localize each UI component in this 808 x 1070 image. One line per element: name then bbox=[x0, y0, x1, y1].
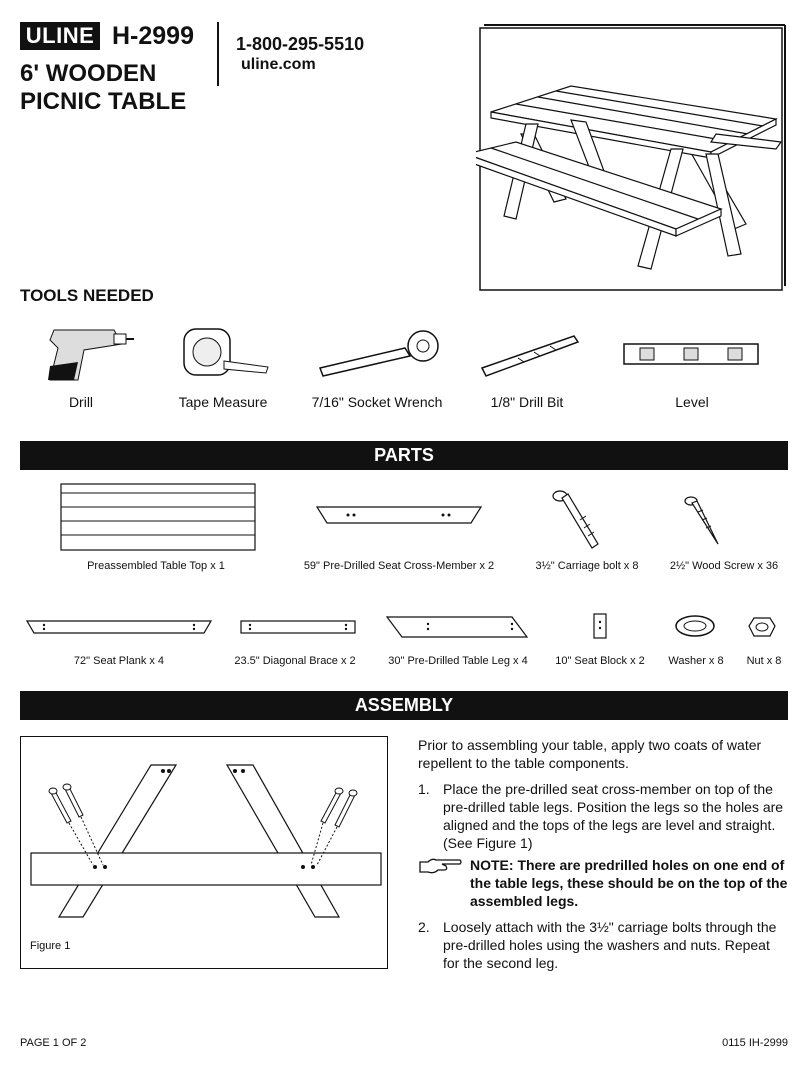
part-label-table-leg: 30" Pre-Drilled Table Leg x 4 bbox=[388, 655, 528, 667]
drill-bit-icon bbox=[480, 335, 580, 377]
uline-logo: ULINE bbox=[20, 22, 100, 50]
parts-heading: PARTS bbox=[20, 441, 788, 470]
part-label-seat-cross-member: 59" Pre-Drilled Seat Cross-Member x 2 bbox=[303, 560, 495, 572]
part-label-table-top: Preassembled Table Top x 1 bbox=[87, 560, 225, 572]
assembly-intro: Prior to assembling your table, apply tw… bbox=[418, 737, 762, 771]
part-label-carriage-bolt: 3½" Carriage bolt x 8 bbox=[535, 560, 639, 572]
socket-wrench-icon bbox=[318, 330, 439, 377]
title-line-1: 6' WOODEN bbox=[20, 60, 157, 87]
figure-1-label: Figure 1 bbox=[30, 940, 71, 952]
seat-block-drawing bbox=[593, 613, 607, 639]
nut-drawing bbox=[748, 617, 776, 637]
tool-label-drill-bit: 1/8" Drill Bit bbox=[490, 394, 564, 410]
assembly-heading: ASSEMBLY bbox=[20, 691, 788, 720]
wood-screw-drawing bbox=[684, 496, 719, 545]
seat-plank-drawing bbox=[26, 620, 212, 634]
step-2-text: Loosely attach with the 3½" carriage bol… bbox=[443, 919, 777, 971]
seat-cross-member-drawing bbox=[316, 506, 482, 524]
tools-heading: TOOLS NEEDED bbox=[20, 286, 154, 305]
part-label-seat-plank: 72" Seat Plank x 4 bbox=[73, 655, 165, 667]
step-1-text: Place the pre-drilled seat cross-member … bbox=[443, 781, 784, 851]
diagonal-brace-drawing bbox=[240, 620, 356, 634]
website: uline.com bbox=[241, 56, 316, 73]
tool-label-drill: Drill bbox=[68, 394, 94, 410]
part-label-seat-block: 10" Seat Block x 2 bbox=[555, 655, 645, 667]
part-label-washer: Washer x 8 bbox=[668, 655, 724, 667]
phone-number: 1-800-295-5510 bbox=[236, 34, 365, 54]
tool-label-level: Level bbox=[675, 394, 709, 410]
part-label-diagonal-brace: 23.5" Diagonal Brace x 2 bbox=[234, 655, 356, 667]
drill-icon bbox=[48, 329, 134, 381]
tool-label-tape-measure: Tape Measure bbox=[178, 394, 268, 410]
tool-label-socket-wrench: 7/16" Socket Wrench bbox=[311, 394, 443, 410]
step-1-number: 1. bbox=[418, 781, 430, 797]
level-icon bbox=[623, 343, 759, 365]
model-number: H-2999 bbox=[112, 22, 194, 50]
part-label-wood-screw: 2½" Wood Screw x 36 bbox=[669, 560, 779, 572]
header-divider bbox=[217, 22, 219, 86]
picnic-table-illustration bbox=[476, 24, 786, 291]
product-title: 6' WOODEN PICNIC TABLE bbox=[20, 60, 220, 116]
table-leg-drawing bbox=[386, 616, 528, 638]
title-line-2: PICNIC TABLE bbox=[20, 88, 187, 115]
figure-1-drawing bbox=[30, 764, 382, 918]
washer-drawing bbox=[675, 615, 715, 637]
table-top-drawing bbox=[60, 483, 256, 551]
document-code: 0115 IH-2999 bbox=[722, 1037, 788, 1049]
page-number: PAGE 1 OF 2 bbox=[20, 1037, 87, 1049]
pointing-hand-icon bbox=[419, 858, 462, 874]
part-label-nut: Nut x 8 bbox=[746, 655, 782, 667]
assembly-note: NOTE: There are predrilled holes on one … bbox=[470, 857, 788, 909]
carriage-bolt-drawing bbox=[552, 490, 599, 549]
step-2-number: 2. bbox=[418, 919, 430, 935]
figure-1-box bbox=[20, 736, 388, 969]
tape-measure-icon bbox=[183, 328, 269, 376]
